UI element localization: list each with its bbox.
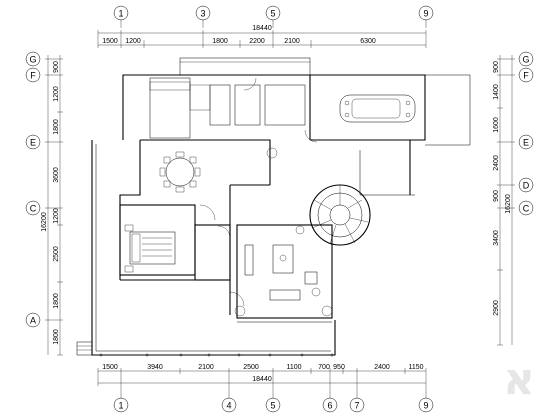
exterior-walls: [91, 57, 471, 356]
svg-text:1400: 1400: [493, 84, 500, 100]
svg-text:D: D: [523, 181, 530, 191]
axis-bubble-left-C: C: [25, 200, 41, 216]
left-total-dim: 16200: [41, 212, 48, 232]
axis-bubble-right-C: C: [518, 200, 534, 216]
spiral-staircase: [309, 184, 371, 246]
svg-text:3600: 3600: [53, 167, 60, 183]
svg-text:9: 9: [423, 401, 428, 411]
svg-text:G: G: [522, 55, 529, 65]
terrace-balusters: [99, 353, 334, 357]
axis-bubble-left-A: A: [25, 312, 41, 328]
axis-bubble-top-9: 9: [418, 5, 434, 28]
svg-text:2200: 2200: [249, 38, 265, 45]
svg-text:2100: 2100: [284, 38, 300, 45]
svg-text:6: 6: [327, 401, 332, 411]
svg-text:1500: 1500: [102, 38, 118, 45]
left-axis-markers: G F E C A: [25, 51, 41, 328]
svg-text:900: 900: [53, 61, 60, 73]
svg-text:900: 900: [493, 190, 500, 202]
svg-text:C: C: [523, 204, 530, 214]
svg-text:3940: 3940: [147, 364, 163, 371]
svg-text:1800: 1800: [53, 293, 60, 309]
svg-text:F: F: [523, 71, 529, 81]
svg-text:A: A: [30, 316, 36, 326]
left-dimensions: 900 1200 1800 3600 1200 2500 1800 1800 1…: [41, 55, 63, 356]
axis-bubble-right-F: F: [518, 67, 534, 83]
door-swings: [199, 77, 318, 307]
svg-text:C: C: [30, 204, 37, 214]
axis-bubble-bottom-1: 1: [113, 386, 129, 413]
axis-bubble-bottom-6: 6: [322, 386, 338, 413]
svg-text:1100: 1100: [286, 364, 301, 371]
svg-text:5: 5: [270, 401, 275, 411]
top-total-dim: 18440: [252, 25, 272, 32]
axis-bubble-bottom-9: 9: [418, 386, 434, 413]
svg-text:2500: 2500: [243, 364, 259, 371]
right-total-dim: 16200: [505, 194, 512, 214]
svg-text:1600: 1600: [493, 117, 500, 133]
svg-text:2900: 2900: [493, 300, 500, 316]
axis-bubble-bottom-5: 5: [265, 386, 281, 413]
svg-text:1: 1: [118, 9, 123, 19]
svg-text:1800: 1800: [53, 329, 60, 345]
svg-text:1: 1: [118, 401, 123, 411]
svg-text:900: 900: [493, 61, 500, 73]
axis-bubble-bottom-7: 7: [349, 386, 365, 413]
axis-bubble-right-E: E: [518, 134, 534, 150]
axis-bubble-bottom-4: 4: [221, 386, 237, 413]
svg-text:3400: 3400: [493, 230, 500, 246]
right-dimensions: 900 1400 1600 2400 900 3400 2900 16200: [493, 55, 515, 346]
axis-bubble-top-5: 5: [265, 5, 281, 28]
car: [339, 94, 416, 123]
front-steps: [76, 341, 93, 356]
axis-bubble-top-1: 1: [113, 5, 129, 28]
svg-text:1800: 1800: [53, 119, 60, 135]
svg-text:1200: 1200: [53, 86, 60, 102]
svg-text:950: 950: [333, 364, 345, 371]
bottom-dimensions: 1500 3940 2100 2500 1100 700 950 2400 11…: [97, 364, 427, 386]
right-axis-markers: G F E D C: [518, 51, 534, 216]
svg-text:F: F: [30, 71, 36, 81]
axis-bubble-right-D: D: [518, 177, 534, 193]
svg-text:G: G: [29, 55, 36, 65]
axis-bubble-left-G: G: [25, 51, 41, 67]
svg-text:E: E: [523, 138, 529, 148]
svg-text:3: 3: [200, 9, 205, 19]
axis-bubble-left-E: E: [25, 134, 41, 150]
top-axis-markers: 1 3 5 9: [113, 5, 434, 28]
svg-text:7: 7: [354, 401, 359, 411]
svg-text:1800: 1800: [212, 38, 228, 45]
svg-text:1150: 1150: [408, 364, 423, 371]
svg-text:5: 5: [270, 9, 275, 19]
svg-text:2100: 2100: [198, 364, 214, 371]
top-dimensions: 18440 1500 1200 1800 2200 2100 6300: [97, 25, 427, 48]
svg-text:700: 700: [318, 364, 330, 371]
svg-text:4: 4: [226, 401, 231, 411]
potted-plants: [234, 147, 333, 317]
axis-bubble-left-F: F: [25, 67, 41, 83]
svg-text:1200: 1200: [125, 38, 141, 45]
svg-text:1200: 1200: [53, 208, 60, 224]
bottom-axis-markers: 1 4 5 6 7 9: [113, 386, 434, 413]
svg-text:2500: 2500: [53, 246, 60, 262]
svg-text:2400: 2400: [493, 155, 500, 171]
bed: [124, 224, 176, 273]
watermark: א: [502, 354, 536, 405]
svg-text:1500: 1500: [102, 364, 118, 371]
living-sofa-set: [244, 244, 318, 301]
bottom-total-dim: 18440: [252, 376, 272, 383]
dining-table: [159, 151, 201, 193]
axis-bubble-top-3: 3: [195, 5, 211, 28]
svg-text:2400: 2400: [374, 364, 390, 371]
svg-text:6300: 6300: [360, 38, 376, 45]
svg-text:E: E: [30, 138, 36, 148]
svg-text:9: 9: [423, 9, 428, 19]
axis-bubble-right-G: G: [518, 51, 534, 67]
